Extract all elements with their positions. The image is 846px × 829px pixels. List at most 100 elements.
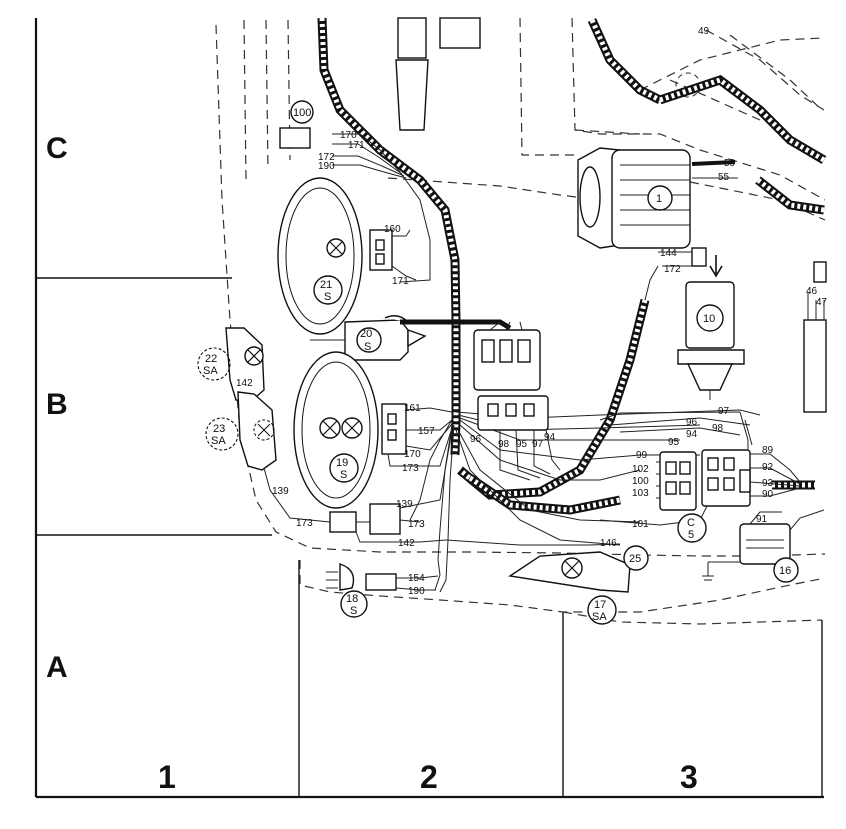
generator-1: 1 bbox=[577, 147, 691, 249]
component-19-label: 19 bbox=[336, 457, 348, 469]
connector-144-172 bbox=[644, 247, 707, 301]
wire-label-173-mid: 173 bbox=[408, 519, 425, 530]
wire-label-50: 50 bbox=[724, 158, 736, 169]
wire-label-55: 55 bbox=[718, 172, 730, 183]
connector-161-157 bbox=[381, 403, 453, 467]
wire-label-102: 102 bbox=[632, 464, 649, 475]
right-edge-component bbox=[803, 261, 827, 413]
grid-col-label-1: 1 bbox=[158, 759, 176, 795]
wire-label-97-right: 97 bbox=[718, 406, 730, 417]
component-22-circle bbox=[197, 347, 231, 381]
component-18-circle bbox=[340, 590, 368, 618]
connector-89-93 bbox=[701, 411, 801, 507]
wire-label-190-c: 190 bbox=[318, 161, 335, 172]
wire-label-172-coil: 172 bbox=[664, 264, 681, 275]
component-20-sub: S bbox=[364, 341, 371, 353]
component-23-label: 23 bbox=[213, 423, 225, 435]
wire-label-93: 93 bbox=[762, 478, 774, 489]
wire-label-99: 99 bbox=[636, 450, 648, 461]
component-17-circle bbox=[587, 595, 617, 625]
lamp-22: 22 SA bbox=[197, 327, 265, 403]
component-c5-sub: 5 bbox=[688, 529, 694, 541]
connector-160-171 bbox=[369, 229, 417, 281]
wire-label-98-right: 98 bbox=[712, 423, 724, 434]
relay-block-96-98 bbox=[473, 321, 561, 481]
headlamp-21: 21 S bbox=[277, 177, 363, 335]
component-25-group: 25 bbox=[623, 545, 649, 571]
grid-row-label-b: B bbox=[46, 388, 68, 421]
wire-label-98-relay: 98 bbox=[498, 439, 510, 450]
grid-row-label-a: A bbox=[46, 651, 68, 684]
wire-label-95-relay: 95 bbox=[516, 439, 528, 450]
wire-label-142-b: 142 bbox=[236, 378, 253, 389]
grid-col-label-2: 2 bbox=[420, 759, 438, 795]
wire-label-139-mid: 139 bbox=[396, 499, 413, 510]
component-100-label: 100 bbox=[293, 107, 311, 119]
wire-label-160: 160 bbox=[384, 224, 401, 235]
wire-label-94-right: 94 bbox=[686, 429, 698, 440]
lamp-18: 18 S bbox=[326, 563, 439, 618]
component-10-label: 10 bbox=[703, 313, 715, 325]
wire-label-157: 157 bbox=[418, 426, 435, 437]
component-23-circle bbox=[205, 417, 239, 451]
wire-label-95-right: 95 bbox=[668, 437, 680, 448]
wire-label-97-relay: 97 bbox=[532, 439, 544, 450]
component-100-group: 100 bbox=[279, 100, 314, 149]
component-22-label: 22 bbox=[205, 353, 217, 365]
component-20-circle bbox=[356, 327, 382, 353]
wire-label-171-lamp: 171 bbox=[392, 276, 409, 287]
wire-label-170-c: 170 bbox=[340, 130, 357, 141]
component-25-label: 25 bbox=[629, 553, 641, 565]
component-17-label: 17 bbox=[594, 599, 606, 611]
grid-frame bbox=[34, 18, 824, 799]
column-component bbox=[395, 17, 481, 131]
component-20-label: 20 bbox=[360, 328, 372, 340]
headlamp-19: 19 S bbox=[293, 351, 379, 509]
lamp-17: 17 SA bbox=[508, 551, 631, 625]
wire-label-49: 49 bbox=[698, 26, 710, 37]
wire-label-96-relay: 96 bbox=[470, 434, 482, 445]
component-21-sub: S bbox=[324, 291, 331, 303]
wire-label-96-right: 96 bbox=[686, 417, 698, 428]
wire-label-172-c: 172 bbox=[318, 152, 335, 163]
lower-left-connectors bbox=[263, 429, 453, 543]
component-21-circle bbox=[313, 275, 343, 305]
component-21-label: 21 bbox=[320, 279, 332, 291]
lamp-23: 23 SA bbox=[205, 391, 277, 471]
wire-label-101: 101 bbox=[632, 519, 649, 530]
wire-label-171-c: 171 bbox=[348, 140, 365, 151]
upper-left-wire-bundle bbox=[332, 133, 431, 283]
wire-label-161: 161 bbox=[404, 403, 421, 414]
connector-c5: C 5 bbox=[599, 451, 711, 543]
wire-label-92: 92 bbox=[762, 462, 774, 473]
wire-label-154: 154 bbox=[408, 573, 425, 584]
wire-label-90: 90 bbox=[762, 489, 774, 500]
component-22-sub: SA bbox=[203, 365, 218, 377]
component-18-label: 18 bbox=[346, 593, 358, 605]
component-17-sub: SA bbox=[592, 611, 607, 623]
component-100-circle bbox=[290, 100, 314, 124]
wire-label-94-relay: 94 bbox=[544, 432, 556, 443]
component-25-circle bbox=[623, 545, 649, 571]
wire-label-142-mid: 142 bbox=[398, 538, 415, 549]
component-18-sub: S bbox=[350, 605, 357, 617]
component-1-circle bbox=[647, 185, 673, 211]
wire-label-173-left: 173 bbox=[296, 518, 313, 529]
component-100-bracket bbox=[279, 127, 311, 149]
wire-label-100: 100 bbox=[632, 476, 649, 487]
wire-label-139-left: 139 bbox=[272, 486, 289, 497]
component-16-label: 16 bbox=[779, 565, 791, 577]
component-16-circle bbox=[773, 557, 799, 583]
horn-20: 20 S bbox=[310, 315, 427, 361]
main-wiring-harness bbox=[317, 17, 827, 515]
wire-label-190-a: 190 bbox=[408, 586, 425, 597]
component-1-label: 1 bbox=[656, 193, 662, 205]
component-19-circle bbox=[329, 453, 359, 483]
wire-label-89: 89 bbox=[762, 445, 774, 456]
wire-label-144: 144 bbox=[660, 248, 677, 259]
wire-label-146: 146 bbox=[600, 538, 617, 549]
component-10-circle bbox=[696, 304, 724, 332]
coil-10: 10 bbox=[677, 255, 745, 400]
component-23-sub: SA bbox=[211, 435, 226, 447]
